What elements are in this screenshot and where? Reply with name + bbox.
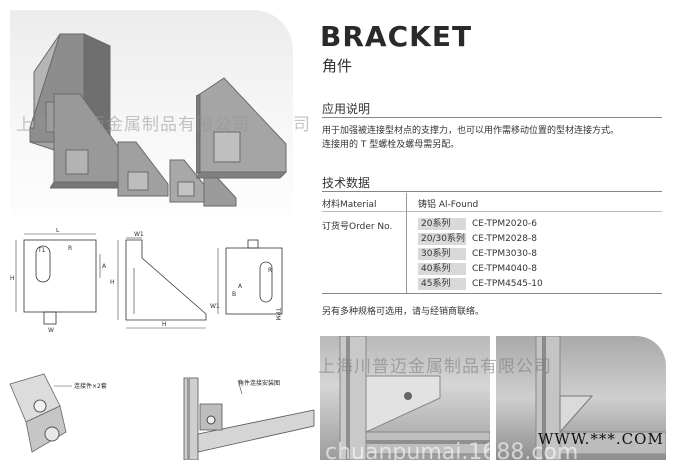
material-value: 铸铝 Al-Found: [418, 200, 479, 210]
material-divider: [322, 211, 662, 212]
assembly-install-illustration: [183, 377, 315, 460]
order-series: 30系列: [418, 248, 466, 260]
install-label: 角件连接安装图: [238, 380, 281, 387]
usage-divider: [322, 117, 662, 118]
dim-L: L: [56, 228, 60, 234]
order-code: CE-TPM4545-10: [472, 279, 543, 289]
material-row: 材料Material 铸铝 Al-Found: [322, 193, 664, 210]
dim-A-top: A: [238, 283, 243, 290]
order-code: CE-TPM2020-6: [472, 219, 537, 229]
page-title: BRACKET: [320, 20, 473, 53]
usage-line-1: 用于加强被连接型材点的支撑力，也可以用作需移动位置的型材连接方式。: [322, 126, 620, 136]
order-item: 20/30系列 CE-TPM2028-8: [418, 233, 662, 245]
order-series: 20/30系列: [418, 233, 466, 245]
watermark-top: 上海川普迈金属制品有限公司: [16, 115, 250, 135]
site-watermark: WWW.***.COM: [538, 430, 664, 448]
installed-photo-2: [496, 336, 666, 460]
bracket-small-1: [117, 141, 169, 197]
dim-W1-top: W1: [210, 303, 220, 310]
watermark-bottom: 上海川普迈金属制品有限公司: [318, 357, 552, 377]
watermark-top-continued: 司: [293, 115, 311, 135]
order-item: 30系列 CE-TPM3030-8: [418, 248, 662, 260]
order-code: CE-TPM3030-8: [472, 249, 537, 259]
product-photo: 上海川普迈金属制品有限公司: [10, 10, 293, 215]
drawing-top-view: TPM R W1 B A: [210, 239, 283, 320]
order-code: CE-TPM2028-8: [472, 234, 537, 244]
material-label: 材料Material: [322, 200, 377, 210]
table-bottom-rule: [322, 293, 662, 294]
dim-A: A: [102, 263, 107, 270]
tech-heading: 技术数据: [322, 176, 371, 190]
dim-H: H: [10, 275, 15, 282]
dim-H-side: H: [110, 279, 115, 286]
dim-R: R: [68, 245, 72, 252]
dim-W: W: [48, 327, 54, 334]
page-subtitle: 角件: [322, 57, 353, 75]
order-item: 45系列 CE-TPM4545-10: [418, 278, 662, 290]
order-item: 20系列 CE-TPM2020-6: [418, 218, 662, 230]
dim-B: B: [232, 291, 236, 298]
dim-W1: W1: [134, 231, 144, 238]
bracket-large-right: [196, 77, 288, 179]
installed-photo-1: [320, 336, 490, 460]
assembly-exploded-illustration: [9, 373, 72, 453]
availability-note: 另有多种规格可选用，请与经销商联络。: [322, 307, 485, 317]
dim-H-bottom: H: [162, 321, 167, 328]
usage-heading: 应用说明: [322, 102, 371, 116]
dim-R-top: R: [268, 267, 272, 274]
order-label: 订货号Order No.: [322, 222, 393, 232]
drawing-side-view: W1 H H: [110, 231, 207, 329]
dim-TPM: TPM: [274, 307, 281, 320]
order-series: 45系列: [418, 278, 466, 290]
bracket-medium-left: [50, 93, 130, 189]
order-item: 40系列 CE-TPM4040-8: [418, 263, 662, 275]
usage-line-2: 连接用的 T 型螺栓及螺母需另配。: [322, 140, 460, 150]
order-code: CE-TPM4040-8: [472, 264, 537, 274]
drawing-front-view: L T1 R H A W: [10, 228, 107, 334]
dim-T1: T1: [37, 247, 46, 254]
table-vline: [406, 193, 407, 293]
connector-label: 连接件×2套: [74, 383, 107, 390]
order-series: 40系列: [418, 263, 466, 275]
order-series: 20系列: [418, 218, 466, 230]
tech-divider: [322, 191, 662, 192]
